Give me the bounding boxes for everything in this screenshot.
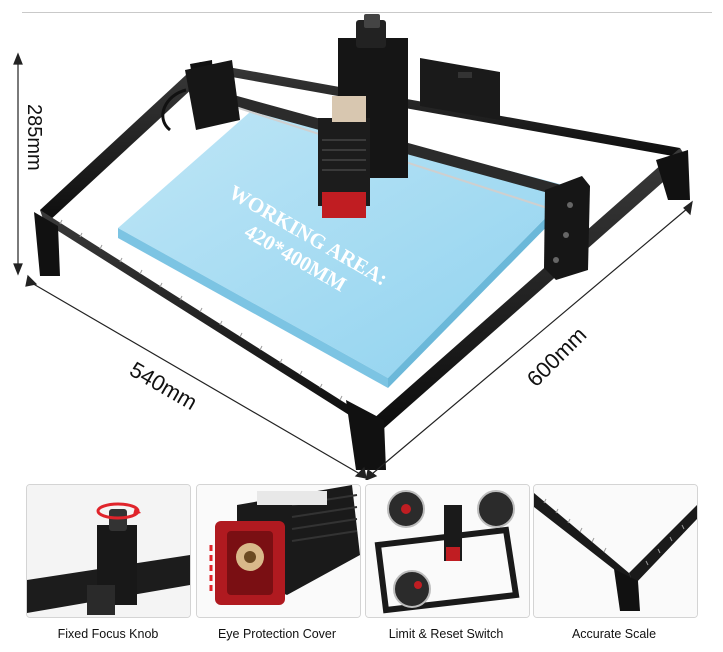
limit-reset-switch-photo xyxy=(366,485,529,617)
feature-thumbnail-eye-protection xyxy=(196,484,361,618)
caption-accurate-scale: Accurate Scale xyxy=(571,627,657,641)
feature-thumbnail-scale xyxy=(533,484,698,618)
feature-thumbnail-limit-switch xyxy=(365,484,530,618)
width-dimension-label: 540mm xyxy=(126,357,202,415)
feature-thumbnail-focus-knob xyxy=(26,484,191,618)
top-divider-line xyxy=(22,12,712,13)
frame xyxy=(34,14,690,470)
height-dimension-label: 285mm xyxy=(23,104,45,171)
caption-focus-knob: Fixed Focus Knob xyxy=(57,627,159,641)
caption-eye-protection: Eye Protection Cover xyxy=(217,627,337,641)
eye-protection-cover-photo xyxy=(197,485,360,617)
caption-limit-switch: Limit & Reset Switch xyxy=(388,627,504,641)
dimension-lines xyxy=(13,52,693,480)
depth-dimension-label: 600mm xyxy=(522,322,592,392)
working-area-plate xyxy=(118,105,575,388)
focus-knob-photo xyxy=(27,485,190,617)
laser-engraver-hero-image: WORKING AREA: 420*400MM 285mm 540mm 600m… xyxy=(13,14,693,480)
accurate-scale-photo xyxy=(534,485,697,617)
